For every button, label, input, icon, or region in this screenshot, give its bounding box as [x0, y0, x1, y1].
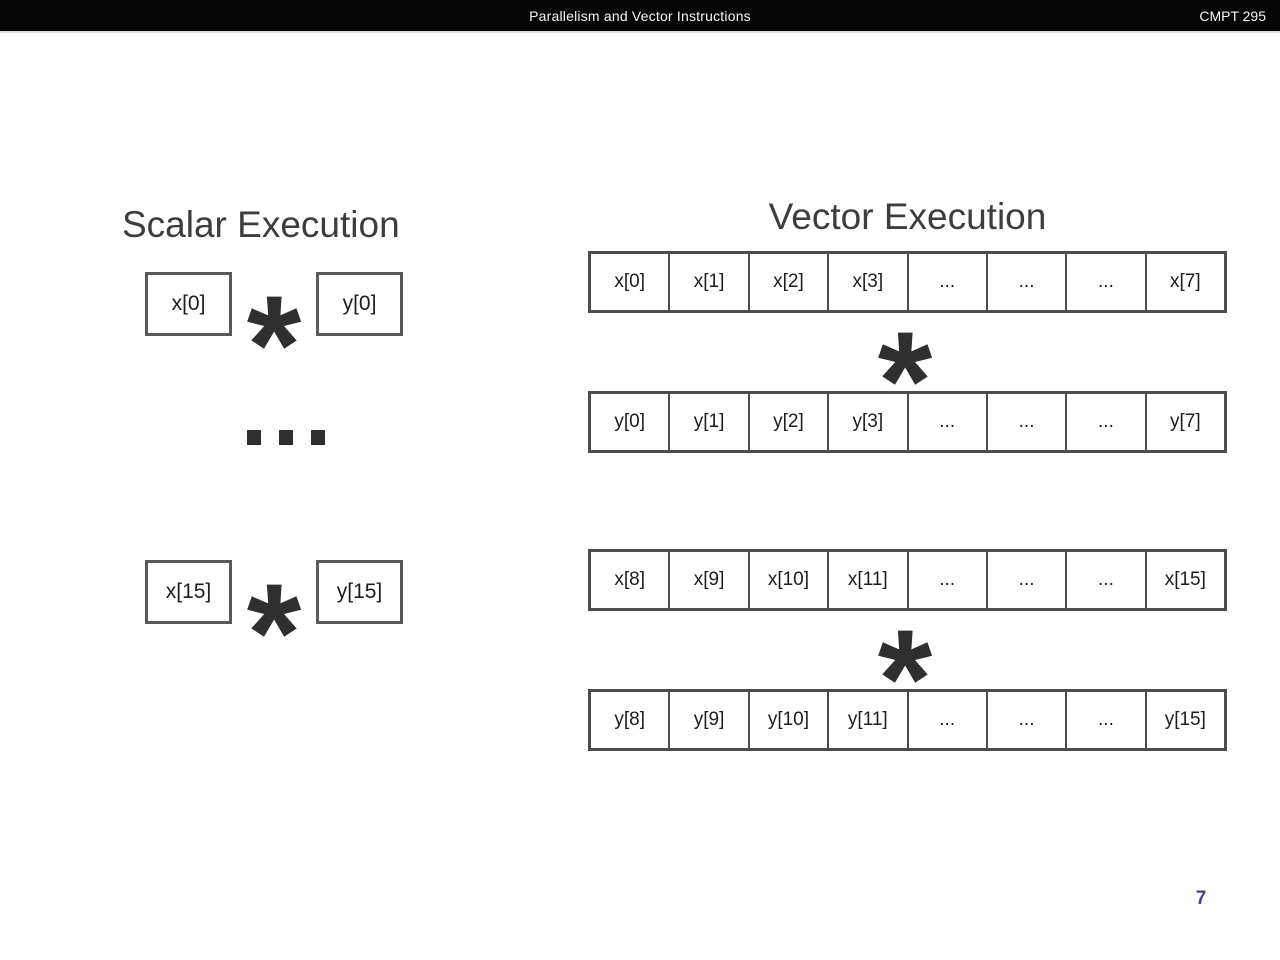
vector-cell: y[3]	[827, 394, 906, 450]
operand-box-y0: y[0]	[316, 272, 403, 336]
vector-cell: ...	[985, 552, 1065, 608]
ellipsis-dot	[311, 430, 325, 445]
ellipsis-dot	[279, 430, 293, 445]
vector-cell: y[2]	[747, 394, 827, 450]
operand-box-x15: x[15]	[145, 560, 232, 624]
operand-box-y15: y[15]	[316, 560, 403, 624]
vector-cell: y[11]	[827, 692, 906, 748]
slide-header-bar: Parallelism and Vector Instructions CMPT…	[0, 0, 1280, 33]
vector-cell: x[2]	[747, 254, 827, 310]
vector-cell: y[1]	[668, 394, 747, 450]
vector-register-y8-15: y[8] y[9] y[10] y[11] ... ... ... y[15]	[588, 689, 1227, 751]
vector-cell: ...	[1065, 552, 1144, 608]
vector-cell: ...	[1065, 254, 1144, 310]
vector-cell: ...	[985, 692, 1065, 748]
vector-cell: y[15]	[1144, 692, 1224, 748]
vector-cell: x[9]	[668, 552, 747, 608]
vector-cell: y[0]	[614, 411, 645, 432]
vector-cell: ...	[1065, 692, 1144, 748]
vector-cell: ...	[906, 254, 986, 310]
vector-heading: Vector Execution	[768, 196, 1047, 237]
vector-cell: y[8]	[614, 709, 645, 730]
vector-cell: y[9]	[668, 692, 747, 748]
page-number: 7	[1195, 888, 1207, 909]
vector-cell: ...	[906, 692, 986, 748]
vector-cell: y[10]	[747, 692, 827, 748]
course-code: CMPT 295	[1199, 7, 1266, 24]
vector-cell: ...	[985, 254, 1065, 310]
vector-register-x0-7: x[0] x[1] x[2] x[3] ... ... ... x[7]	[588, 251, 1227, 313]
ellipsis-icon: ...	[247, 430, 325, 445]
vector-cell: ...	[1065, 394, 1144, 450]
slide-title: Parallelism and Vector Instructions	[529, 7, 751, 24]
operand-box-x0: x[0]	[145, 272, 232, 336]
vector-register-y0-7: y[0] y[1] y[2] y[3] ... ... ... y[7]	[588, 391, 1227, 453]
scalar-heading: Scalar Execution	[122, 204, 400, 245]
vector-cell: x[3]	[827, 254, 906, 310]
vector-cell: ...	[985, 394, 1065, 450]
vector-cell: ...	[906, 394, 986, 450]
multiply-asterisk-icon: *	[246, 266, 302, 423]
vector-cell: x[7]	[1144, 254, 1224, 310]
vector-register-x8-15: x[8] x[9] x[10] x[11] ... ... ... x[15]	[588, 549, 1227, 611]
vector-cell: ...	[906, 552, 986, 608]
vector-cell: x[11]	[827, 552, 906, 608]
vector-cell: x[1]	[668, 254, 747, 310]
multiply-asterisk-icon: *	[246, 554, 302, 711]
vector-cell: x[10]	[747, 552, 827, 608]
vector-cell: x[8]	[614, 569, 645, 590]
ellipsis-dot	[247, 430, 261, 445]
vector-cell: y[7]	[1144, 394, 1224, 450]
vector-cell: x[0]	[614, 271, 645, 292]
vector-cell: x[15]	[1144, 552, 1224, 608]
